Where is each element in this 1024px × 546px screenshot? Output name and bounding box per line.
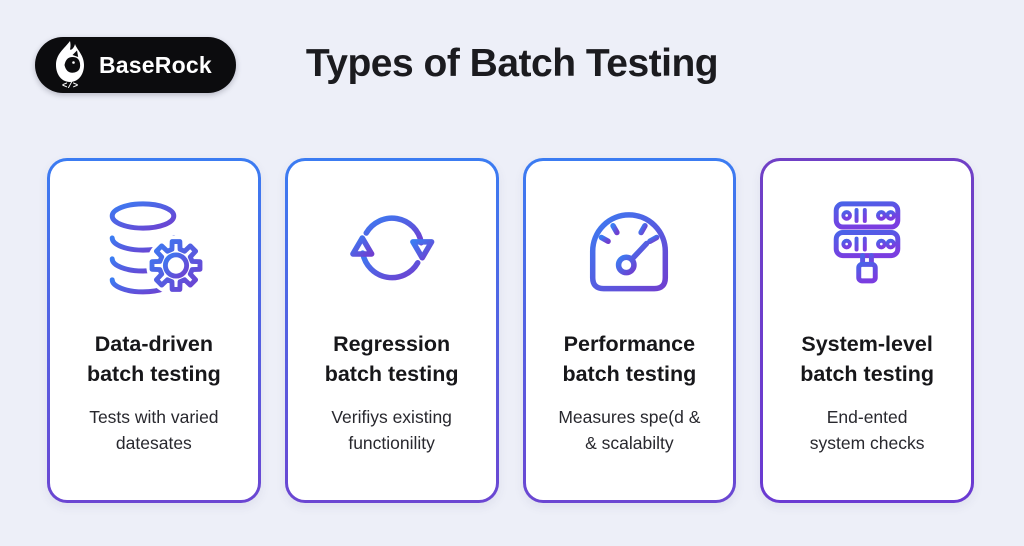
server-network-icon bbox=[808, 193, 926, 305]
database-gear-icon bbox=[95, 193, 213, 305]
page-title: Types of Batch Testing bbox=[305, 42, 719, 85]
card-body: Regression batch testing Verifiys existi… bbox=[287, 161, 496, 500]
speedometer-icon bbox=[570, 193, 688, 305]
card-body: Performance batch testing Measures spe(d… bbox=[525, 161, 734, 500]
card-description: Tests with varied datesates bbox=[89, 407, 219, 453]
card-title: Regression batch testing bbox=[324, 332, 459, 386]
refresh-cycle-icon bbox=[333, 193, 451, 305]
card-description: Verifiys existing functionility bbox=[331, 407, 452, 453]
card-description: Measures spe(d & & scalabilty bbox=[558, 407, 701, 453]
code-glyph-label: </> bbox=[62, 81, 78, 90]
card-body: System-level batch testing End-ented sys… bbox=[763, 161, 971, 500]
card-system-level: System-level batch testing End-ented sys… bbox=[760, 158, 974, 503]
card-body: Data-driven batch testing Tests with var… bbox=[50, 161, 258, 500]
baserock-logo: </> BaseRock bbox=[35, 37, 236, 93]
card-title: Performance batch testing bbox=[562, 332, 697, 386]
card-data-driven: Data-driven batch testing Tests with var… bbox=[47, 158, 261, 503]
baserock-flame-squirrel-icon: </> bbox=[56, 41, 84, 90]
brand-name: BaseRock bbox=[99, 51, 212, 78]
card-performance: Performance batch testing Measures spe(d… bbox=[522, 158, 737, 503]
card-row: Data-driven batch testing Tests with var… bbox=[47, 158, 974, 503]
card-title: Data-driven batch testing bbox=[86, 332, 221, 386]
card-title: System-level batch testing bbox=[800, 332, 935, 386]
card-description: End-ented system checks bbox=[809, 407, 925, 453]
card-regression: Regression batch testing Verifiys existi… bbox=[284, 158, 499, 503]
